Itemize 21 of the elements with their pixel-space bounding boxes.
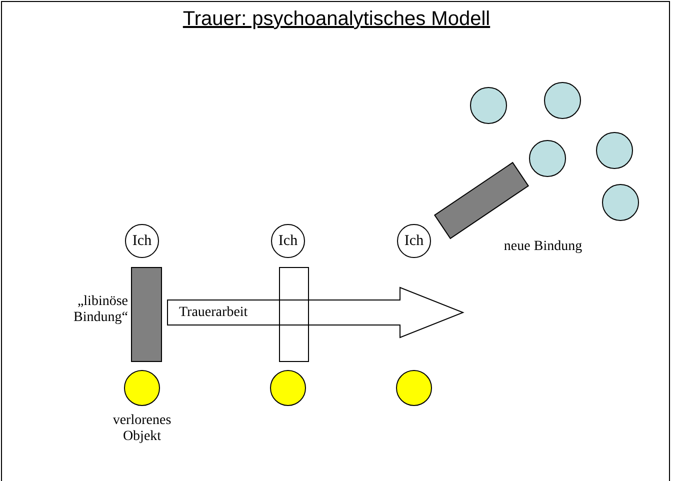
circle [544, 82, 581, 119]
circle [271, 224, 305, 258]
node-label: Ich [278, 232, 298, 250]
node-caption: neue Bindung [502, 239, 584, 255]
circle [397, 224, 431, 258]
title: Trauer: psychoanalytisches Modell [182, 8, 490, 30]
circle [124, 370, 160, 406]
circle [602, 184, 639, 221]
outline-bar [279, 267, 309, 362]
block-arrow [167, 287, 464, 338]
circle [529, 140, 566, 177]
circle [396, 370, 432, 406]
bar [131, 267, 162, 362]
node-caption: verlorenes Objekt [112, 413, 172, 445]
circle [125, 224, 159, 258]
circle [470, 87, 507, 124]
node-label: Ich [132, 232, 152, 250]
circle [596, 132, 633, 169]
circle [270, 370, 306, 406]
node-label: Ich [404, 232, 424, 250]
node-caption: „libinöse Bindung“ [72, 294, 128, 326]
